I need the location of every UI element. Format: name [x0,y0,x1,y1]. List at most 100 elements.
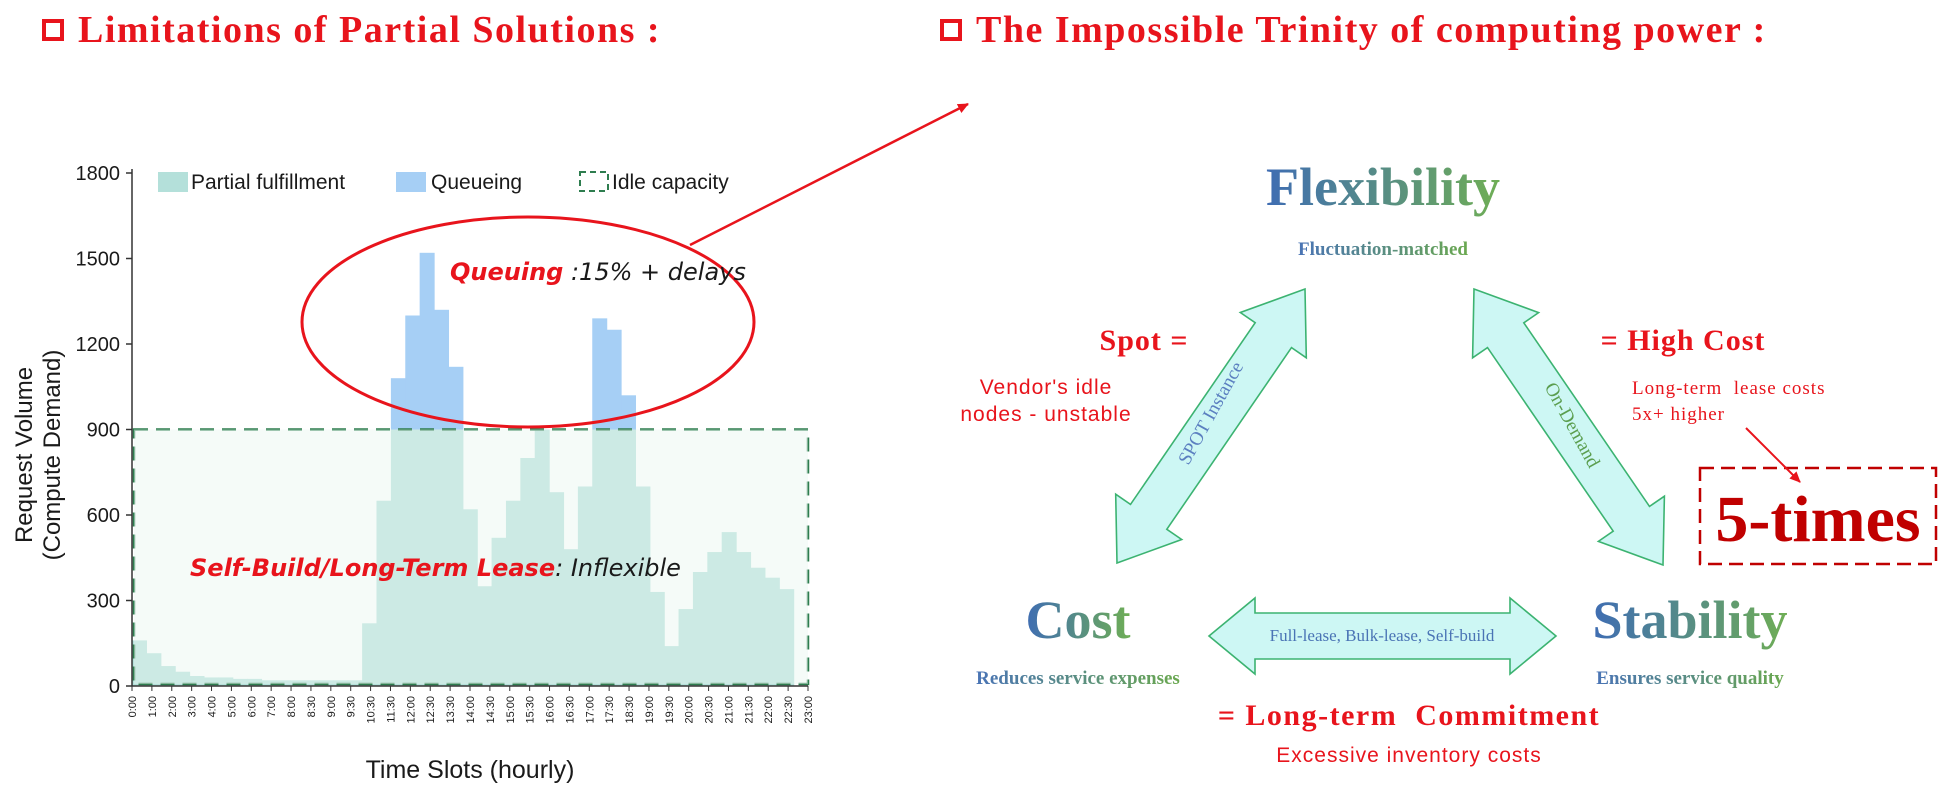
bar-partial-fulfillment [304,680,320,686]
bar-partial-fulfillment [549,492,565,686]
spot-desc-line2: nodes - unstable [960,403,1131,426]
bar-partial-fulfillment [692,572,708,686]
x-tick-label: 8:00 [286,696,298,717]
lease-arrow [1207,596,1558,676]
bar-partial-fulfillment [419,429,435,686]
bar-partial-fulfillment [175,671,191,686]
bar-partial-fulfillment [621,429,637,686]
x-tick-label: 2:00 [167,696,179,717]
bar-partial-fulfillment [505,500,521,686]
x-tick-label: 9:30 [346,696,358,717]
x-tick-label: 21:00 [723,696,735,724]
y-tick-label: 1500 [76,249,121,271]
bar-queueing [592,318,608,430]
flexibility-subtitle: Fluctuation-matched [1298,239,1468,260]
y-tick-label: 0 [109,676,120,698]
double-arrow-shape [1471,287,1666,567]
bar-queueing [405,315,421,430]
x-axis-title: Time Slots (hourly) [366,756,575,784]
x-tick-label: 20:30 [704,696,716,724]
bar-partial-fulfillment [764,577,780,686]
x-tick-label: 15:00 [505,696,517,724]
bar-partial-fulfillment [189,676,205,686]
bar-partial-fulfillment [405,429,421,686]
spot-desc-line1: Vendor's idle [980,376,1113,399]
bar-partial-fulfillment [635,486,651,686]
legend-swatch-idle [579,171,609,192]
x-tick-label: 23:00 [803,696,815,724]
trinity-diagram: SPOT Instance On-Demand Full-lease, Bulk… [960,157,1938,767]
on-demand-arrow [1471,287,1666,567]
spot-instance-arrow [1114,287,1308,565]
high-cost-heading: = High Cost [1601,324,1766,357]
x-tick-label: 16:00 [545,696,557,724]
commitment-desc: Excessive inventory costs [1276,744,1541,767]
legend-label-partial: Partial fulfillment [191,171,345,194]
bar-partial-fulfillment [664,646,680,686]
square-bullet-icon [940,19,962,41]
left-section-title: Limitations of Partial Solutions : [42,8,661,52]
legend-label-queueing: Queueing [431,171,522,194]
chart-axes [126,169,809,691]
lease-annotation-rest: : Inflexible [555,554,681,582]
x-tick-label: 1:00 [147,696,159,717]
x-tick-label: 0:00 [127,696,139,717]
right-section-title: The Impossible Trinity of computing powe… [940,8,1767,52]
double-arrow-shape [1114,287,1308,565]
left-title-text: Limitations of Partial Solutions : [78,9,662,51]
x-tick-label: 18:30 [624,696,636,724]
x-tick-label: 6:00 [246,696,258,717]
bar-partial-fulfillment [520,458,536,686]
bar-partial-fulfillment [563,549,579,686]
bar-queueing [434,309,450,430]
y-tick-label: 1800 [76,163,121,185]
queueing-highlight-ellipse [300,215,756,429]
bar-queueing [621,395,637,430]
bar-queueing [606,329,622,430]
queueing-annotation: Queuing :15% + delays [450,258,746,286]
spot-heading: Spot = [1100,324,1189,357]
commitment-heading: = Long-term Commitment [1218,699,1600,732]
queueing-annotation-red: Queuing [450,258,563,286]
bar-partial-fulfillment [160,666,176,686]
bar-partial-fulfillment [707,552,723,686]
bar-queueing [419,252,435,430]
lease-arrow-label: Full-lease, Bulk-lease, Self-build [1270,626,1495,645]
x-tick-label: 8:30 [306,696,318,717]
x-tick-label: 5:00 [226,696,238,717]
bar-partial-fulfillment [247,678,263,686]
bar-partial-fulfillment [203,677,219,686]
bar-partial-fulfillment [462,509,478,686]
bars-layer [132,252,795,686]
x-tick-label: 20:00 [684,696,696,724]
connector-arrow [689,102,969,247]
y-tick-label: 900 [87,420,120,442]
idle-capacity-box [132,428,810,686]
bar-partial-fulfillment [146,653,162,686]
bar-partial-fulfillment [606,429,622,686]
cost-subtitle: Reduces service expenses [976,668,1180,689]
x-tick-label: 7:00 [266,696,278,717]
bar-partial-fulfillment [376,500,392,686]
high-cost-desc-line1: Long-term lease costs [1632,378,1825,399]
idle-capacity-fill [134,429,808,684]
bar-partial-fulfillment [577,486,593,686]
x-tick-label: 13:30 [445,696,457,724]
bar-partial-fulfillment [132,640,147,686]
x-tick-label: 17:30 [604,696,616,724]
x-tick-label: 14:00 [465,696,477,724]
bar-partial-fulfillment [347,680,363,686]
bar-partial-fulfillment [491,537,507,686]
y-tick-label: 300 [87,591,120,613]
x-tick-label: 19:00 [644,696,656,724]
bar-partial-fulfillment [592,429,608,686]
lease-annotation-red: Self-Build/Long-Term Lease [190,554,555,582]
high-cost-desc-line2: 5x+ higher [1632,404,1725,425]
five-times-callout-box [1698,466,1938,566]
legend-label-idle: Idle capacity [612,171,729,194]
legend-swatch-partial [158,172,188,192]
bar-partial-fulfillment [736,552,752,686]
